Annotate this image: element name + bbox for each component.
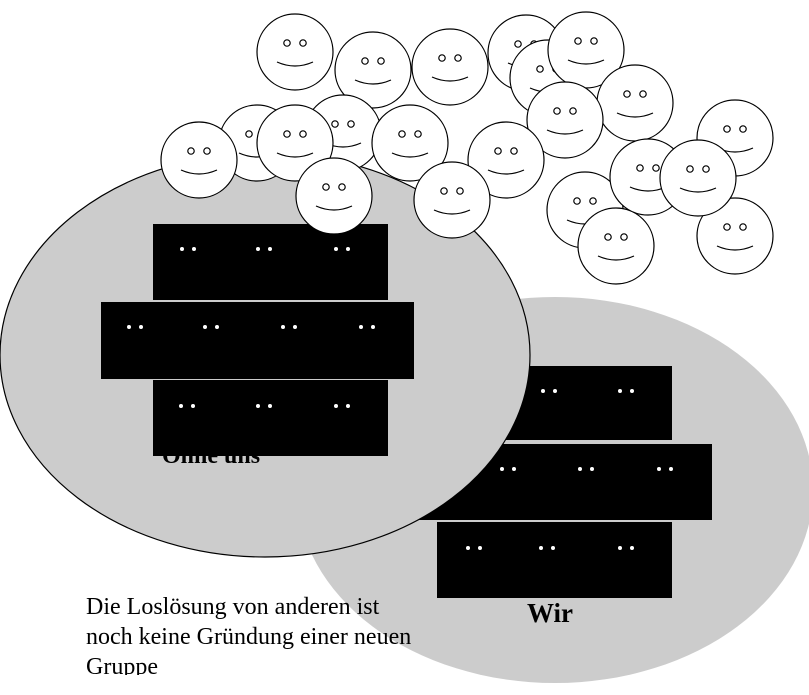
ohne-block-top [153, 224, 388, 300]
smiley-face-icon [577, 207, 655, 285]
wir-block-bottom [437, 522, 672, 598]
smiley-face-icon [467, 121, 545, 199]
smiley-face-icon [256, 104, 334, 182]
smiley-face-icon [295, 157, 373, 235]
ohne-block-middle [101, 302, 414, 379]
smiley-face-icon [160, 121, 238, 199]
smiley-face-icon [256, 13, 334, 91]
ohne-uns-label: Ohne uns [162, 443, 261, 469]
smiley-face-icon [334, 31, 412, 109]
caption-text: Die Loslösung von anderen ist noch keine… [86, 594, 412, 675]
smiley-face-icon [547, 11, 625, 89]
smiley-face-icon [413, 161, 491, 239]
smiley-face-icon [526, 81, 604, 159]
smiley-faces [160, 11, 774, 285]
smiley-face-icon [411, 28, 489, 106]
smiley-face-icon [659, 139, 737, 217]
smiley-face-icon [696, 197, 774, 275]
ohne-block-bottom [153, 380, 388, 456]
smiley-face-icon [371, 104, 449, 182]
wir-block-dots [466, 389, 673, 550]
ohne-block-dots [127, 247, 375, 408]
caption-box: Die Loslösung von anderen ist noch keine… [86, 592, 416, 675]
smiley-face-icon [596, 64, 674, 142]
ohne-uns-blocks [101, 224, 414, 456]
wir-label: Wir [527, 598, 573, 628]
